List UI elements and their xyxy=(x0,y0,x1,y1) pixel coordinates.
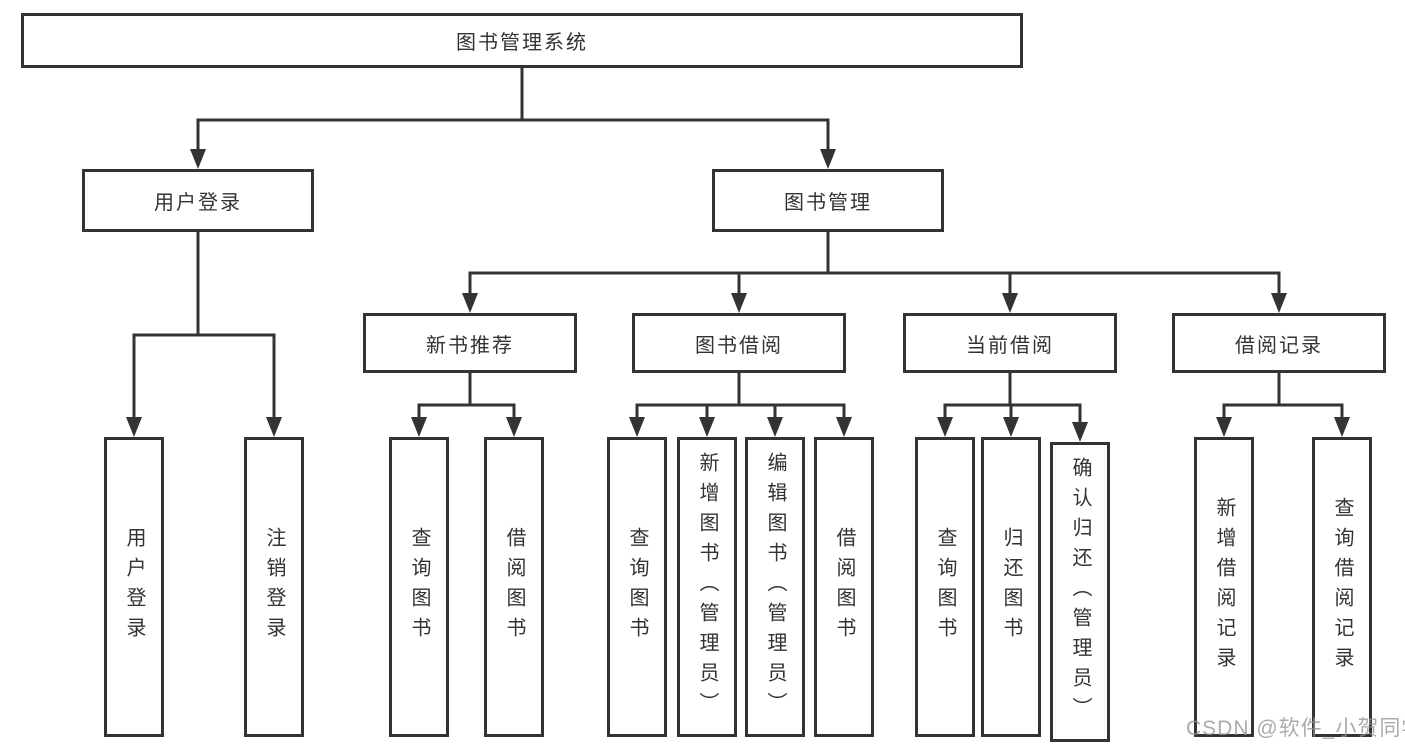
leaf-label: 编辑图书（管理员） xyxy=(764,452,786,722)
leaf-confirm-return-admin: 确认归还（管理员） xyxy=(1050,442,1110,742)
leaf-label: 确认归还（管理员） xyxy=(1069,457,1091,727)
node-root: 图书管理系统 xyxy=(21,13,1023,68)
leaf-label: 注销登录 xyxy=(263,527,285,647)
leaf-query-books-borrow: 查询图书 xyxy=(607,437,667,737)
leaf-query-books-recommend: 查询图书 xyxy=(389,437,449,737)
watermark: CSDN @软件_小贺同学 xyxy=(1186,717,1405,740)
node-book-management: 图书管理 xyxy=(712,169,944,232)
leaf-user-login: 用户登录 xyxy=(104,437,164,737)
node-user-login: 用户登录 xyxy=(82,169,314,232)
leaf-label: 归还图书 xyxy=(1000,527,1022,647)
leaf-label: 新增借阅记录 xyxy=(1213,497,1235,677)
leaf-borrow-books: 借阅图书 xyxy=(814,437,874,737)
leaf-label: 查询借阅记录 xyxy=(1331,497,1353,677)
leaf-add-borrow-record: 新增借阅记录 xyxy=(1194,437,1254,737)
node-label: 借阅记录 xyxy=(1235,334,1323,357)
leaf-add-book-admin: 新增图书（管理员） xyxy=(677,437,737,737)
leaf-label: 借阅图书 xyxy=(833,527,855,647)
leaf-label: 查询图书 xyxy=(934,527,956,647)
node-label: 新书推荐 xyxy=(426,334,514,357)
leaf-return-book: 归还图书 xyxy=(981,437,1041,737)
leaf-query-books-current: 查询图书 xyxy=(915,437,975,737)
leaf-edit-book-admin: 编辑图书（管理员） xyxy=(745,437,805,737)
node-current-borrow: 当前借阅 xyxy=(903,313,1117,373)
leaf-label: 新增图书（管理员） xyxy=(696,452,718,722)
node-label: 图书管理系统 xyxy=(456,32,588,54)
leaf-query-borrow-record: 查询借阅记录 xyxy=(1312,437,1372,737)
node-new-book-recommend: 新书推荐 xyxy=(363,313,577,373)
leaf-label: 用户登录 xyxy=(123,527,145,647)
leaf-label: 查询图书 xyxy=(626,527,648,647)
node-book-borrow: 图书借阅 xyxy=(632,313,846,373)
leaf-label: 查询图书 xyxy=(408,527,430,647)
leaf-borrow-books-recommend: 借阅图书 xyxy=(484,437,544,737)
node-label: 用户登录 xyxy=(154,192,242,214)
leaf-label: 借阅图书 xyxy=(503,527,525,647)
node-label: 图书管理 xyxy=(784,192,872,214)
node-borrow-records: 借阅记录 xyxy=(1172,313,1386,373)
node-label: 图书借阅 xyxy=(695,334,783,357)
node-label: 当前借阅 xyxy=(966,334,1054,357)
leaf-logout: 注销登录 xyxy=(244,437,304,737)
